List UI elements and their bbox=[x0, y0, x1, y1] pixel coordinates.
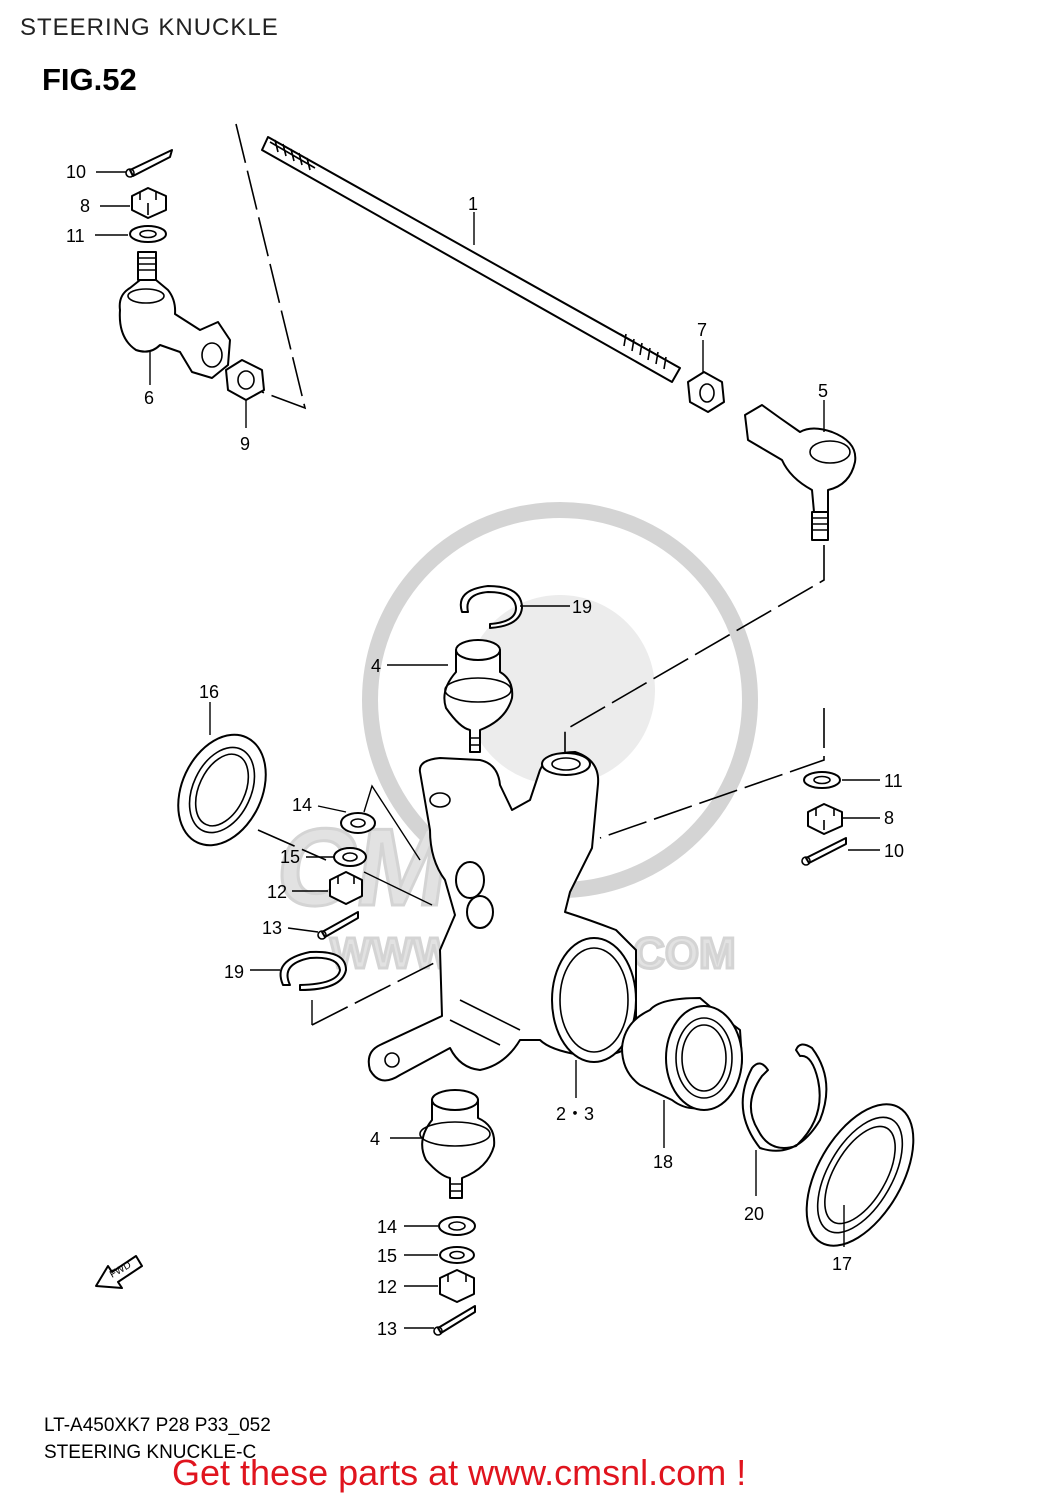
callout-10-lower: 10 bbox=[884, 841, 904, 861]
ball-joint-4-upper bbox=[443, 639, 514, 753]
figure-label: FIG.52 bbox=[42, 62, 137, 97]
callout-5: 5 bbox=[818, 381, 828, 401]
callout-14-upper: 14 bbox=[292, 795, 312, 815]
circlip-20 bbox=[741, 1043, 828, 1152]
fwd-arrow-icon: FWD bbox=[95, 1255, 143, 1289]
castle-nut-12-upper bbox=[329, 871, 363, 905]
callout-20: 20 bbox=[744, 1204, 764, 1224]
castle-nut-12-lower bbox=[439, 1269, 475, 1303]
callout-12-upper: 12 bbox=[267, 882, 287, 902]
leader-13-upper bbox=[287, 927, 319, 933]
diagram-code: LT-A450XK7 P28 P33_052 bbox=[44, 1415, 271, 1436]
steering-knuckle bbox=[367, 751, 637, 1082]
callout-17: 17 bbox=[832, 1254, 852, 1274]
callout-14-lower: 14 bbox=[377, 1217, 397, 1237]
ball-joint-4-lower bbox=[419, 1089, 496, 1199]
washer-15-lower bbox=[439, 1246, 475, 1264]
lock-nut-9 bbox=[225, 359, 265, 401]
callout-2-3: 2・3 bbox=[556, 1104, 594, 1124]
reference-line-12 bbox=[363, 871, 433, 906]
tie-rod-reference-lines bbox=[235, 123, 307, 410]
callout-11-lower: 11 bbox=[884, 771, 903, 791]
circlip-19-upper bbox=[459, 585, 523, 629]
reference-line-right bbox=[599, 708, 825, 839]
callout-7: 7 bbox=[697, 320, 707, 340]
callout-11-upper: 11 bbox=[66, 226, 85, 246]
washer-11-upper bbox=[129, 225, 167, 243]
washer-14-upper bbox=[340, 812, 376, 834]
callout-8-upper: 8 bbox=[80, 196, 90, 216]
callout-15-upper: 15 bbox=[280, 847, 300, 867]
cotter-pin-13-lower bbox=[433, 1305, 476, 1336]
callout-19-upper: 19 bbox=[572, 597, 592, 617]
washer-14-lower bbox=[438, 1216, 476, 1236]
cotter-pin-13-upper bbox=[317, 911, 359, 940]
washer-15-upper bbox=[333, 847, 367, 867]
oil-seal-17 bbox=[805, 1103, 915, 1247]
cta-link-text[interactable]: Get these parts at www.cmsnl.com ! bbox=[172, 1452, 747, 1493]
washer-11-lower bbox=[803, 771, 841, 789]
cotter-pin-10-upper bbox=[125, 149, 173, 178]
callout-10-upper: 10 bbox=[66, 162, 86, 182]
castle-nut-8-lower bbox=[807, 803, 843, 835]
tie-rod-end-6 bbox=[118, 251, 231, 379]
reference-line-16 bbox=[257, 829, 327, 861]
cotter-pin-10-lower bbox=[801, 837, 847, 866]
callout-18: 18 bbox=[653, 1152, 673, 1172]
leader-14-upper bbox=[317, 805, 347, 813]
castle-nut-8-upper bbox=[131, 187, 167, 219]
tie-rod-end-5 bbox=[744, 404, 857, 541]
circlip-19-lower bbox=[279, 950, 347, 991]
callout-8-lower: 8 bbox=[884, 808, 894, 828]
callout-15-lower: 15 bbox=[377, 1246, 397, 1266]
callout-19-lower: 19 bbox=[224, 962, 244, 982]
callout-6: 6 bbox=[144, 388, 154, 408]
wheel-bearing-18 bbox=[621, 997, 743, 1111]
tie-rod bbox=[261, 136, 681, 383]
reference-line-knuckle bbox=[311, 959, 441, 1026]
lock-nut-7 bbox=[687, 371, 725, 413]
oil-seal-16 bbox=[177, 733, 267, 847]
callout-9: 9 bbox=[240, 434, 250, 454]
callout-16: 16 bbox=[199, 682, 219, 702]
reference-line-14 bbox=[363, 784, 421, 861]
callout-1: 1 bbox=[468, 194, 478, 214]
callout-13-lower: 13 bbox=[377, 1319, 397, 1339]
reference-line-5 bbox=[564, 545, 825, 768]
callout-12-lower: 12 bbox=[377, 1277, 397, 1297]
page-title: STEERING KNUCKLE bbox=[20, 14, 279, 41]
callout-4-upper: 4 bbox=[371, 656, 381, 676]
callout-4-lower: 4 bbox=[370, 1129, 380, 1149]
callout-13-upper: 13 bbox=[262, 918, 282, 938]
diagram-name: STEERING KNUCKLE-C bbox=[44, 1442, 257, 1463]
